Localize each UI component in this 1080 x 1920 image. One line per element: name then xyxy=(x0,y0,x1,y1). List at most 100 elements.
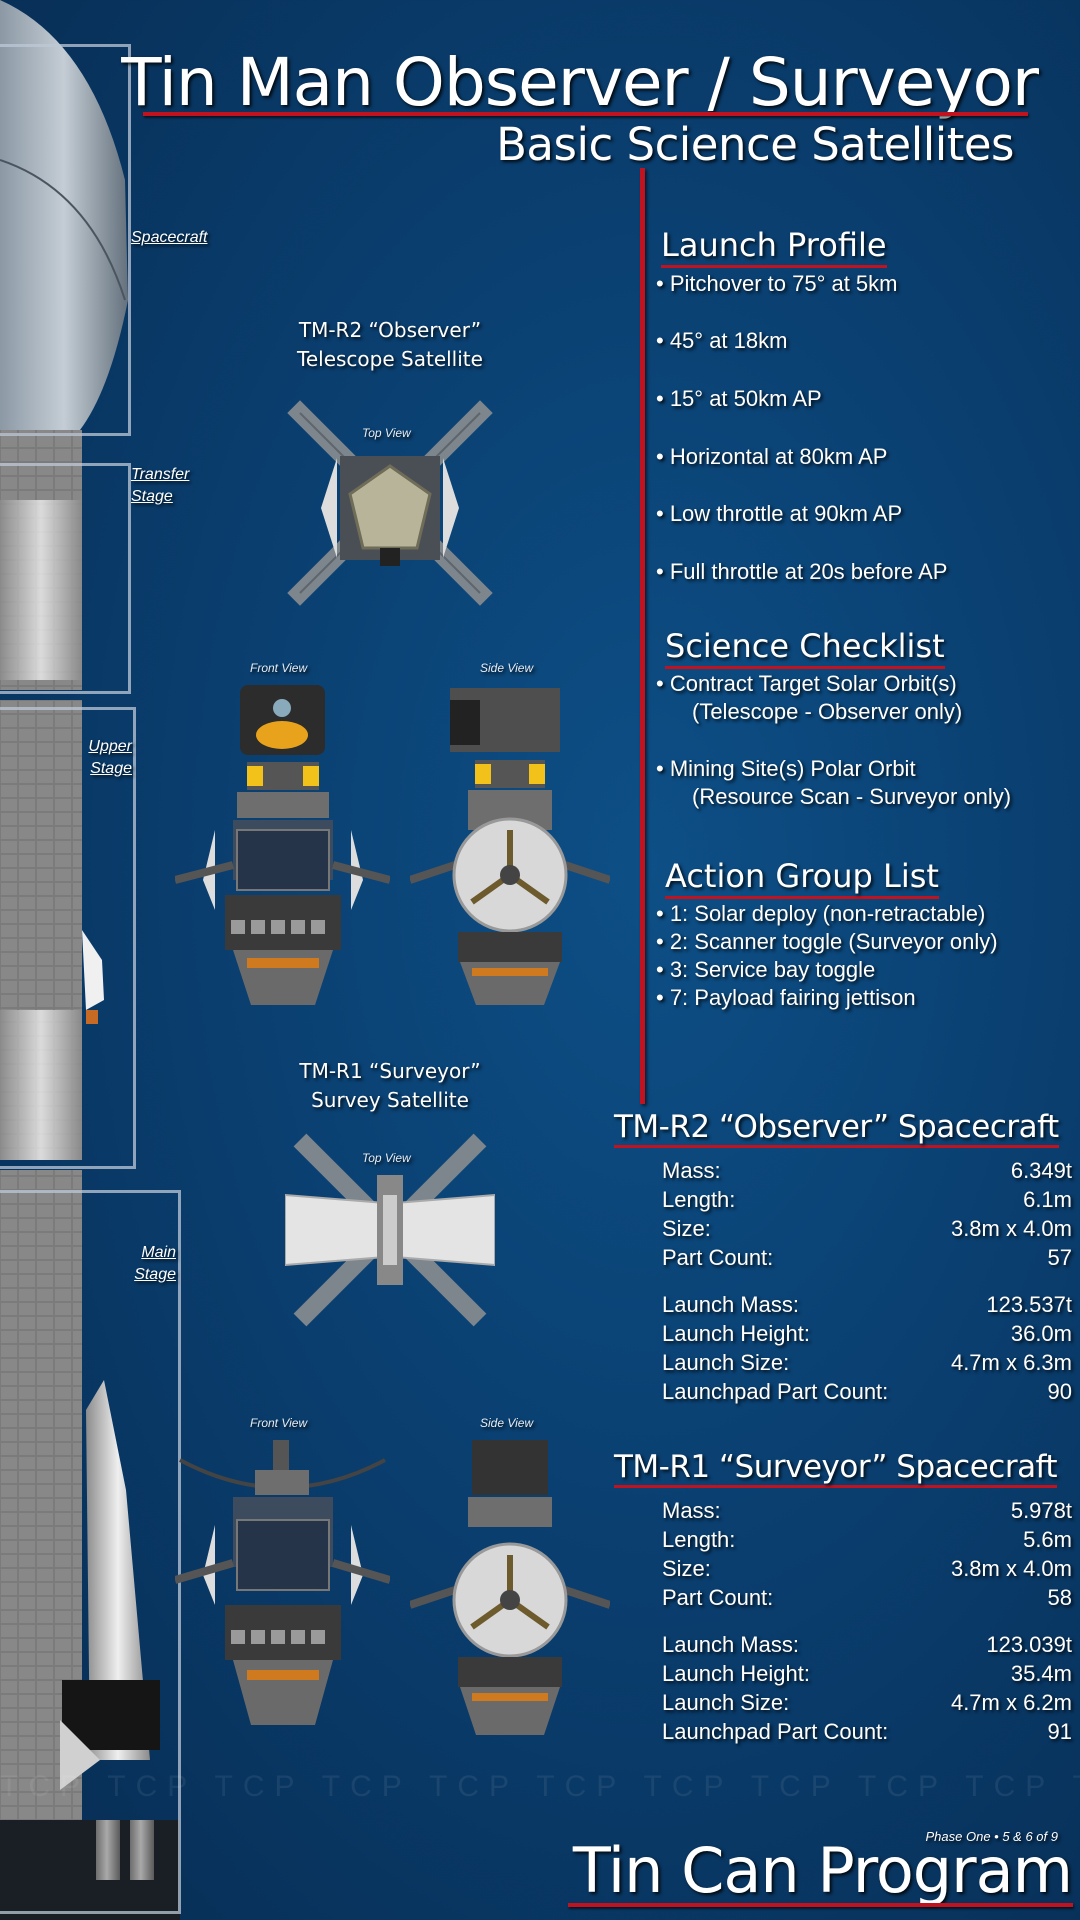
page-title: Tin Man Observer / Surveyor xyxy=(121,44,1039,121)
list-item: • 1: Solar deploy (non-retractable) xyxy=(656,901,986,926)
observer-specs-table: Mass: 6.349t Length:6.1m Size:3.8m x 4.0m… xyxy=(662,1156,1072,1406)
launch-profile-heading: Launch Profile xyxy=(661,226,887,268)
action-group-heading: Action Group List xyxy=(665,857,939,899)
spec-row: Launch Height:36.0m xyxy=(662,1319,1072,1348)
action-group-heading-text: Action Group List xyxy=(665,857,939,899)
surveyor-top-view-label: Top View xyxy=(362,1151,411,1165)
stage-label-transfer: Transfer Stage xyxy=(131,466,190,505)
list-item: • 15° at 50km AP xyxy=(656,386,822,411)
list-item: • 2: Scanner toggle (Surveyor only) xyxy=(656,929,998,954)
observer-figure-title-line2: Telescope Satellite xyxy=(297,347,483,371)
action-group-list: • 1: Solar deploy (non-retractable) • 2:… xyxy=(656,900,998,1012)
list-item: • Full throttle at 20s before AP xyxy=(656,559,948,584)
list-item-detail: (Resource Scan - Surveyor only) xyxy=(692,784,1012,809)
surveyor-figure-title-line2: Survey Satellite xyxy=(311,1088,469,1112)
launch-profile-list: • Pitchover to 75° at 5km • 45° at 18km … xyxy=(656,270,947,586)
observer-specs-heading-text: TM-R2 “Observer” Spacecraft xyxy=(614,1109,1059,1148)
spec-label: Mass: xyxy=(662,1498,721,1523)
spec-label: Part Count: xyxy=(662,1585,774,1610)
spec-value: 6.349t xyxy=(1010,1158,1072,1183)
spec-value: 6.1m xyxy=(1023,1187,1072,1212)
list-item: • 45° at 18km xyxy=(656,328,788,353)
spec-value: 123.537t xyxy=(986,1292,1072,1317)
spec-value: 35.4m xyxy=(1010,1661,1072,1686)
spec-value: 58 xyxy=(1047,1585,1072,1610)
observer-specs-heading: TM-R2 “Observer” Spacecraft xyxy=(614,1109,1059,1148)
spec-row: Launchpad Part Count: 90 xyxy=(662,1377,1072,1406)
observer-front-view-label: Front View xyxy=(250,661,308,675)
column-divider xyxy=(640,168,645,1104)
surveyor-side-view-image xyxy=(410,1440,610,1735)
spec-row: Length: 5.6m xyxy=(662,1525,1072,1554)
spec-label: Launch Height: xyxy=(662,1661,810,1686)
observer-top-view-image xyxy=(287,400,493,606)
spec-label: Part Count: xyxy=(662,1245,774,1270)
surveyor-top-view-image xyxy=(285,1133,495,1327)
phase-indicator: Phase One • 5 & 6 of 9 xyxy=(925,1829,1058,1844)
stage-bracket-transfer xyxy=(0,463,131,694)
spec-value: 90 xyxy=(1047,1379,1072,1404)
stage-label-spacecraft: Spacecraft xyxy=(131,229,208,246)
spec-row: Size:3.8m x 4.0m xyxy=(662,1214,1072,1243)
spec-label: Launch Mass: xyxy=(662,1292,799,1317)
surveyor-specs-heading: TM-R1 “Surveyor” Spacecraft xyxy=(614,1449,1058,1488)
payload-fairing-shape xyxy=(0,0,128,430)
spec-row: Launch Mass: 123.039t xyxy=(662,1630,1072,1659)
list-item: • Low throttle at 90km AP xyxy=(656,501,903,526)
spec-label: Mass: xyxy=(662,1158,721,1183)
spec-label: Launch Size: xyxy=(662,1690,790,1715)
spec-value: 5.978t xyxy=(1010,1498,1072,1523)
launch-profile-heading-text: Launch Profile xyxy=(661,226,887,268)
science-checklist-heading: Science Checklist xyxy=(665,627,945,669)
spec-label: Size: xyxy=(662,1216,711,1241)
list-item: • Pitchover to 75° at 5km xyxy=(656,271,898,296)
spec-label: Launch Height: xyxy=(662,1321,810,1346)
list-item: • 7: Payload fairing jettison xyxy=(656,985,916,1010)
spec-row: Size: 3.8m x 4.0m xyxy=(662,1554,1072,1583)
spec-value: 4.7m x 6.2m xyxy=(950,1690,1072,1715)
title-underline xyxy=(143,112,1028,116)
stage-label-upper: Upper Stage xyxy=(88,738,132,777)
spec-row: Launch Size: 4.7m x 6.2m xyxy=(662,1688,1072,1717)
spec-row: Launch Mass: 123.537t xyxy=(662,1290,1072,1319)
spec-label: Launchpad Part Count: xyxy=(662,1719,889,1744)
page-subtitle: Basic Science Satellites xyxy=(496,118,1014,171)
spec-label: Launch Size: xyxy=(662,1350,790,1375)
surveyor-front-view-label: Front View xyxy=(250,1416,308,1430)
stage-bracket-main xyxy=(0,1190,181,1914)
spec-row: Mass: 6.349t xyxy=(662,1156,1072,1185)
spec-label: Launchpad Part Count: xyxy=(662,1379,889,1404)
spec-row: Launch Height: 35.4m xyxy=(662,1659,1072,1688)
list-item-detail: (Telescope - Observer only) xyxy=(692,699,963,724)
spec-value: 57 xyxy=(1047,1245,1072,1270)
spec-row: Launchpad Part Count: 91 xyxy=(662,1717,1072,1746)
list-item: • 3: Service bay toggle xyxy=(656,957,876,982)
spec-value: 4.7m x 6.3m xyxy=(950,1350,1072,1375)
observer-front-view-image xyxy=(175,685,390,1005)
spec-value: 123.039t xyxy=(986,1632,1072,1657)
spec-row: Mass: 5.978t xyxy=(662,1496,1072,1525)
spec-label: Size: xyxy=(662,1556,711,1581)
spec-label: Length: xyxy=(662,1527,736,1552)
brand-underline xyxy=(568,1903,1073,1907)
list-item: • Mining Site(s) Polar Orbit xyxy=(656,756,916,781)
brand-footer: Tin Can Program xyxy=(572,1834,1073,1907)
spec-row: Launch Size: 4.7m x 6.3m xyxy=(662,1348,1072,1377)
tcp-watermark: TCP TCP TCP TCP TCP TCP TCP TCP TCP TCP … xyxy=(0,1770,1080,1803)
surveyor-front-view-image xyxy=(175,1440,390,1725)
surveyor-specs-heading-text: TM-R1 “Surveyor” Spacecraft xyxy=(614,1449,1058,1488)
spec-value: 91 xyxy=(1047,1719,1072,1744)
stage-label-main: Main Stage xyxy=(134,1244,176,1283)
observer-figure-title-line1: TM-R2 “Observer” xyxy=(298,318,482,342)
spec-row: Part Count: 57 xyxy=(662,1243,1072,1272)
rocket-illustration xyxy=(0,0,180,1920)
spec-label: Launch Mass: xyxy=(662,1632,799,1657)
surveyor-side-view-label: Side View xyxy=(480,1416,534,1430)
spec-value: 5.6m xyxy=(1023,1527,1072,1552)
stage-bracket-spacecraft xyxy=(0,44,131,436)
surveyor-figure-title-line1: TM-R1 “Surveyor” xyxy=(299,1059,481,1083)
observer-figure-title: TM-R2 “Observer” Telescope Satellite xyxy=(240,316,540,374)
spec-row: Length:6.1m xyxy=(662,1185,1072,1214)
spec-value: 3.8m x 4.0m xyxy=(950,1556,1072,1581)
spec-row: Part Count: 58 xyxy=(662,1583,1072,1612)
